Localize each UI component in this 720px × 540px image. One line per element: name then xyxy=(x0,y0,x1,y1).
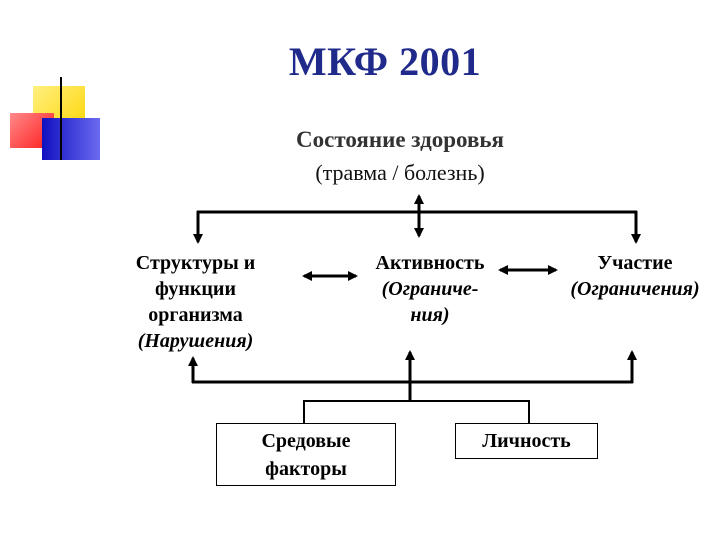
node-participation: Участие (Ограничения) xyxy=(550,250,720,302)
participation-line1: Участие xyxy=(597,252,673,274)
node-structures: Структуры и функции организма (Нарушения… xyxy=(108,250,283,354)
structures-line4: (Нарушения) xyxy=(137,330,254,352)
structures-line1: Структуры и xyxy=(135,252,256,274)
activity-line3: ния) xyxy=(410,304,450,326)
personal-factors-box: Личность xyxy=(455,423,598,459)
health-condition-sublabel: (травма / болезнь) xyxy=(315,160,485,185)
activity-line2: (Ограниче- xyxy=(381,278,479,300)
environmental-line2: факторы xyxy=(265,458,347,480)
structures-line3: организма xyxy=(148,304,243,326)
node-activity: Активность (Ограниче- ния) xyxy=(350,250,510,328)
structures-line2: функции xyxy=(155,278,236,300)
participation-line2: (Ограничения) xyxy=(570,278,700,300)
environmental-line1: Средовые xyxy=(261,430,351,452)
environmental-factors-box: Средовые факторы xyxy=(216,423,396,486)
personal-label: Личность xyxy=(482,430,571,452)
activity-line1: Активность xyxy=(375,252,485,274)
health-condition-label: Состояние здоровья xyxy=(296,127,504,152)
decor-blue-square xyxy=(42,118,100,160)
page-title: МКФ 2001 xyxy=(288,39,482,84)
